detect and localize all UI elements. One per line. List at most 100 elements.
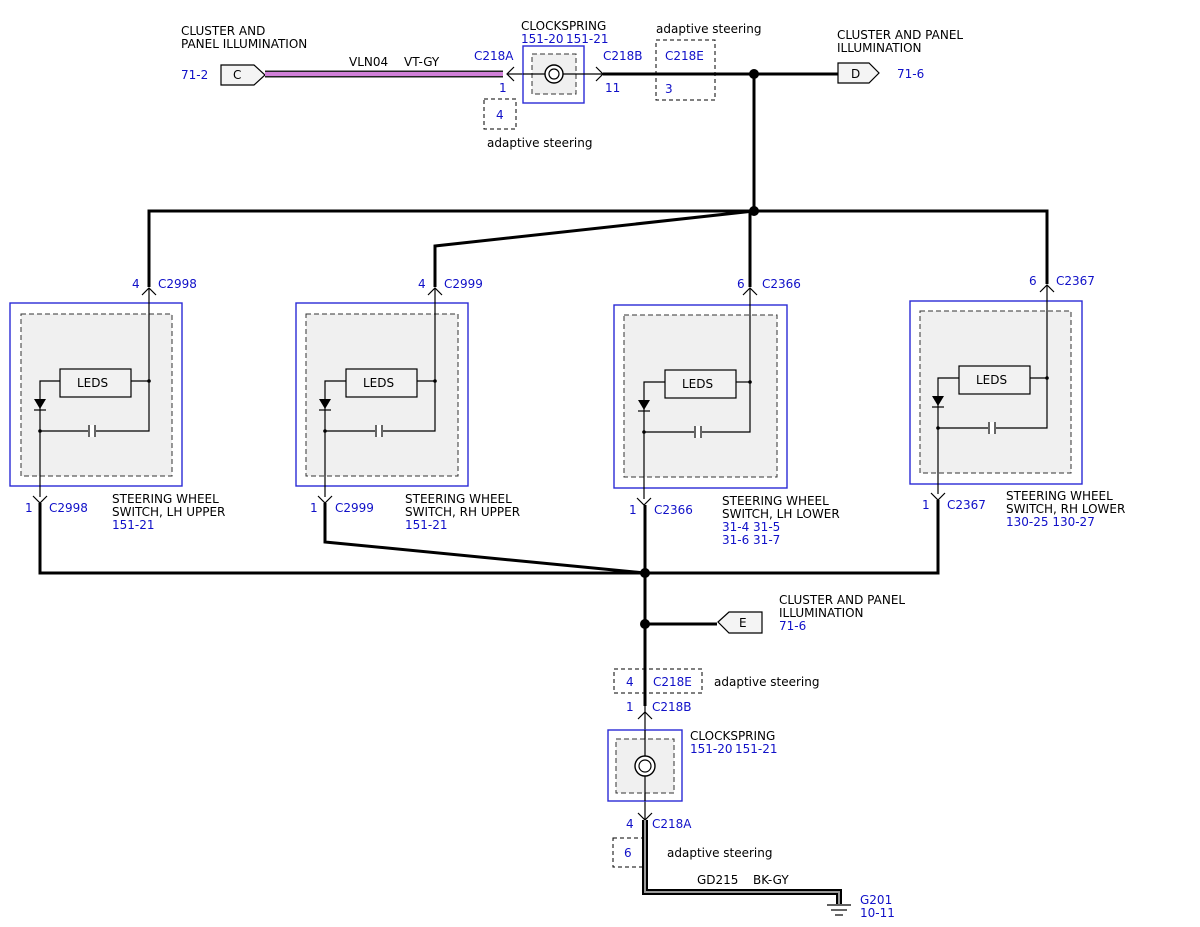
sw4-ref-1[interactable]: 130-25 130-27 [1006, 515, 1095, 529]
cluster-right-label-1: CLUSTER AND PANEL [837, 28, 963, 42]
clockspring-top-coil-outer [544, 64, 564, 84]
c218b-bottom-label[interactable]: C218B [652, 700, 692, 714]
c218e-pin-3: 3 [665, 82, 673, 96]
c218a-bottom-label[interactable]: C218A [652, 817, 692, 831]
adaptive-pin-4: 4 [496, 108, 504, 122]
sw2-outer-box [295, 302, 469, 487]
sw2-name-1: STEERING WHEEL [405, 492, 512, 506]
clockspring-top-ref-a[interactable]: 151-20 [521, 32, 564, 46]
sw1-name-1: STEERING WHEEL [112, 492, 219, 506]
c218b-top-label[interactable]: C218B [603, 49, 643, 63]
c218b-bottom-pin: 1 [626, 700, 634, 714]
adaptive-steering-label-top: adaptive steering [656, 22, 762, 36]
ref-left[interactable]: 71-2 [181, 68, 208, 82]
clockspring-bottom-title: CLOCKSPRING [690, 729, 775, 743]
sw1-internal-wire-a [40, 288, 150, 432]
connector-c [220, 64, 266, 86]
c218a-bottom-pin: 4 [626, 817, 634, 831]
sw4-cap-gap [988, 422, 996, 434]
adaptive-steering-label-bottom-1: adaptive steering [714, 675, 820, 689]
switch-rh-upper: 4 C2999 LEDS 1 C2999 STEERING WHEEL SWIT… [295, 277, 520, 532]
sw1-name-2: SWITCH, LH UPPER [112, 505, 225, 519]
sw1-top-conn[interactable]: C2998 [158, 277, 197, 291]
sw2-name-2: SWITCH, RH UPPER [405, 505, 520, 519]
adaptive-box-c218e-top [655, 39, 716, 101]
sw3-ref-1[interactable]: 31-4 31-5 [722, 520, 780, 534]
wire-bus-to-sw2 [433, 209, 755, 287]
adaptive-steering-label-top-low: adaptive steering [487, 136, 593, 150]
sw3-name-2: SWITCH, LH LOWER [722, 507, 840, 521]
sw3-top-conn[interactable]: C2366 [762, 277, 801, 291]
clockspring-bottom-ref-a[interactable]: 151-20 [690, 742, 733, 756]
sw2-internal-wire-b [324, 380, 346, 497]
clockspring-bottom-coil-outer [634, 755, 656, 777]
sw4-internal-wire-a [938, 285, 1048, 429]
wire-vln04-id: VLN04 [349, 55, 388, 69]
wire-bus-to-sw1 [147, 209, 754, 287]
adaptive-box-c218e-bottom [613, 668, 703, 694]
switch-lh-upper: 4 C2998 LEDS 1 C2998 STEERING WHEEL SWIT… [9, 277, 225, 532]
sw2-top-conn[interactable]: C2999 [444, 277, 483, 291]
sw1-bottom-pin-arrow [32, 495, 48, 504]
sw3-bottom-conn[interactable]: C2366 [654, 503, 693, 517]
cluster-left-label-2: PANEL ILLUMINATION [181, 37, 307, 51]
sw1-node-l [38, 429, 42, 433]
sw1-bottom-conn[interactable]: C2998 [49, 501, 88, 515]
c218e-top-label[interactable]: C218E [665, 49, 704, 63]
c218a-top-label[interactable]: C218A [474, 49, 514, 63]
sw3-leds-label: LEDS [682, 377, 713, 391]
sw4-leds-box [958, 365, 1031, 395]
cluster-right-label-2: ILLUMINATION [837, 41, 922, 55]
c218b-pin-11: 11 [605, 81, 620, 95]
sw2-leds-label: LEDS [363, 376, 394, 390]
c218e-bottom-label[interactable]: C218E [653, 675, 692, 689]
sw2-ref-1[interactable]: 151-21 [405, 518, 448, 532]
clockspring-bottom-ref-b[interactable]: 151-21 [735, 742, 778, 756]
sw4-top-pin: 6 [1029, 274, 1037, 288]
sw4-node-r [1045, 376, 1049, 380]
ref-bottom[interactable]: 71-6 [779, 619, 806, 633]
connector-e-label: E [739, 616, 747, 630]
sw4-outer-box [909, 300, 1083, 485]
sw2-internal-wire-a [325, 288, 436, 432]
sw4-name-2: SWITCH, RH LOWER [1006, 502, 1125, 516]
sw3-outer-box [613, 304, 788, 489]
sw2-node-l [323, 429, 327, 433]
sw4-node-l [936, 426, 940, 430]
sw4-bottom-pin-arrow [930, 492, 946, 501]
wire-sw1-to-lower-bus [38, 503, 645, 575]
ground-ref[interactable]: 10-11 [860, 906, 895, 920]
ref-right[interactable]: 71-6 [897, 67, 924, 81]
wire-gd215-id: GD215 [697, 873, 738, 887]
wire-sw4-to-lower-bus [645, 500, 940, 575]
connector-d [837, 62, 880, 84]
clockspring-top-ref-b[interactable]: 151-21 [566, 32, 609, 46]
sw4-top-conn[interactable]: C2367 [1056, 274, 1095, 288]
sw4-leds-label: LEDS [976, 373, 1007, 387]
sw3-ref-2[interactable]: 31-6 31-7 [722, 533, 780, 547]
sw3-bottom-pin-arrow [636, 497, 652, 506]
sw3-diode-icon [638, 400, 650, 410]
clockspring-top-title: CLOCKSPRING [521, 19, 606, 33]
sw4-bottom-conn[interactable]: C2367 [947, 498, 986, 512]
sw3-bottom-pin: 1 [629, 503, 637, 517]
sw2-top-pin: 4 [418, 277, 426, 291]
sw2-bottom-pin: 1 [310, 501, 318, 515]
sw1-leds-label: LEDS [77, 376, 108, 390]
sw3-internal-wire-b [643, 381, 665, 499]
sw1-outer-box [9, 302, 183, 487]
sw1-leds-box [59, 368, 132, 398]
wire-bus-to-sw4 [754, 209, 1049, 284]
clockspring-top-coil-inner [548, 68, 560, 80]
connector-c-label: C [233, 68, 241, 82]
sw1-cap-gap [88, 425, 96, 437]
sw1-internal-wire-b [39, 380, 60, 497]
sw2-bottom-conn[interactable]: C2999 [335, 501, 374, 515]
adaptive-steering-label-bottom-2: adaptive steering [667, 846, 773, 860]
sw1-ref-1[interactable]: 151-21 [112, 518, 155, 532]
adaptive-pin-6: 6 [624, 846, 632, 860]
sw2-bottom-pin-arrow [317, 495, 333, 504]
sw3-internal-wire-a [644, 288, 751, 433]
wire-vln04-color: VT-GY [404, 55, 440, 69]
ground-label[interactable]: G201 [860, 893, 892, 907]
